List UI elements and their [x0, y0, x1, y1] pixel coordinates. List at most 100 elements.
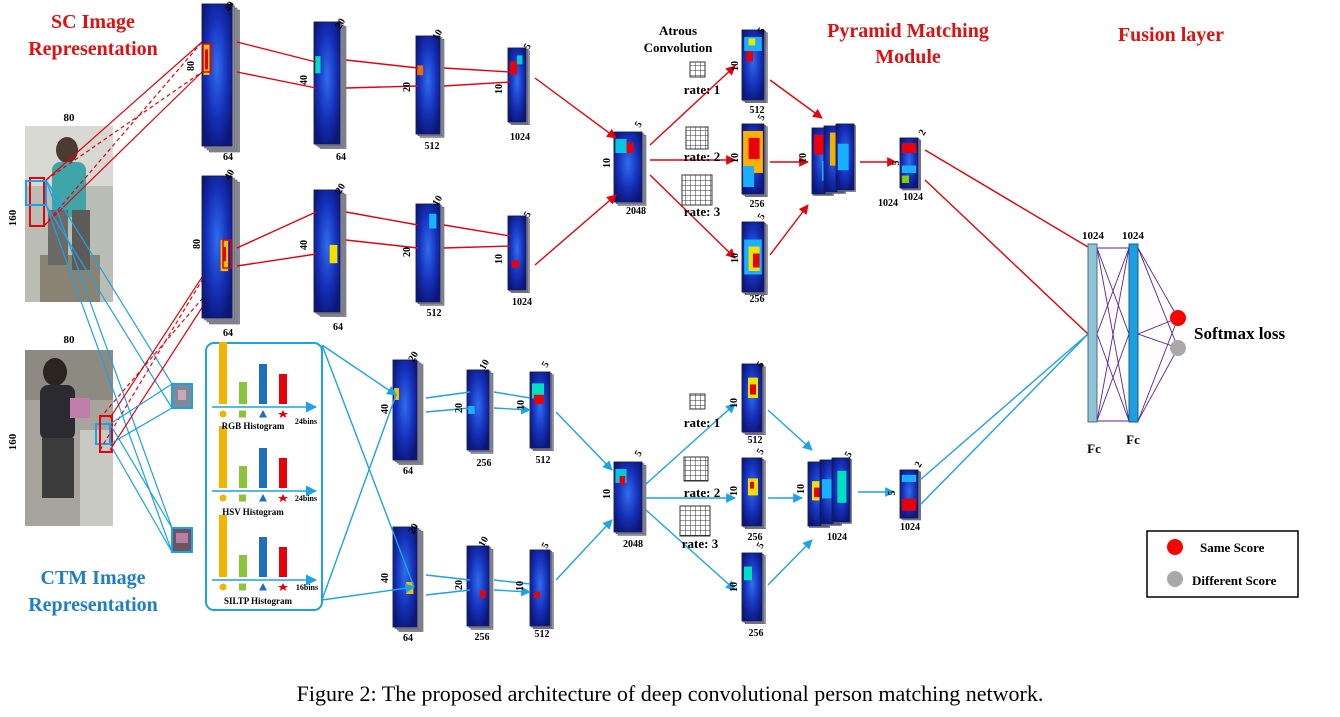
- ctm-atrous-3-width: 5: [755, 541, 767, 551]
- sc-bottom-conv1-depth: 64: [223, 328, 233, 339]
- ctm-top-conv3-depth: 512: [536, 455, 551, 466]
- sc-title-line2: Representation: [28, 38, 158, 60]
- hsv-histogram-bar: [279, 458, 287, 488]
- feature-map-slabs: [201, 3, 921, 632]
- sc-atrous-2-height: 10: [730, 153, 741, 163]
- siltp-histogram-label: SILTP Histogram: [224, 596, 292, 606]
- ctm-rate-2-label: rate: 2: [684, 485, 720, 500]
- ctm-output-depth: 1024: [900, 522, 920, 533]
- fusion-title: Fusion layer: [1118, 24, 1224, 46]
- ctm-bottom-conv2-height: 20: [454, 580, 465, 590]
- ctm-bottom-conv3-height: 10: [515, 581, 526, 591]
- sc-atrous-3-depth: 256: [750, 294, 765, 305]
- sc-bottom-conv1-width: 40: [223, 168, 238, 182]
- fc2-label: Fc: [1126, 432, 1140, 447]
- ctm-top-conv1-depth: 64: [403, 466, 413, 477]
- sc-bottom-conv4-depth: 1024: [512, 297, 532, 308]
- sc-atrous-3-height: 10: [730, 253, 741, 263]
- ctm-concat-depth: 1024: [827, 532, 847, 543]
- sc-merge-height: 10: [602, 158, 613, 168]
- figure-caption: Figure 2: The proposed architecture of d…: [296, 681, 1044, 706]
- sc-atrous-3-map: [741, 221, 768, 295]
- ctm-patch-crop: [171, 527, 193, 553]
- ctm-image-height-label: 160: [7, 433, 19, 450]
- triangle-icon: [259, 410, 267, 418]
- ctm-bottom-conv3-depth: 512: [535, 629, 550, 640]
- sc-top-receptive-box: [202, 43, 212, 73]
- ctm-atrous-3-map: [741, 552, 766, 624]
- same-score-node: [1170, 310, 1186, 326]
- ctm-top-conv1-map: [392, 359, 424, 465]
- sc-patch-crop: [171, 383, 193, 409]
- fc1-layer: [1087, 243, 1098, 423]
- hsv-histogram-bar: [259, 448, 267, 488]
- square-icon: [239, 410, 246, 418]
- star-icon: [278, 494, 288, 502]
- ctm-merge-height: 10: [602, 489, 613, 499]
- ctm-top-conv1-height: 40: [380, 404, 391, 414]
- sc-top-conv2-width: 20: [334, 17, 349, 31]
- sc-bottom-conv2-height: 40: [299, 240, 310, 250]
- ctm-atrous-2-depth: 256: [748, 532, 763, 543]
- ctm-output-map: [899, 469, 921, 521]
- rgb-histogram-label: RGB Histogram: [222, 421, 285, 431]
- sc-top-conv1-map: [201, 3, 240, 153]
- sc-atrous-3-width: 5: [756, 212, 768, 222]
- square-icon: [239, 494, 246, 502]
- sc-bottom-conv2-width: 20: [334, 182, 349, 196]
- legend-different-label: Different Score: [1192, 573, 1277, 588]
- ctm-bottom-conv2-map: [466, 545, 494, 630]
- ctm-merge-map: [613, 461, 647, 536]
- hsv-histogram-bar: [219, 426, 227, 488]
- rgb-histogram: [212, 342, 318, 418]
- ctm-bottom-conv3-width: 5: [540, 541, 552, 551]
- sc-output-depth: 1024: [903, 192, 923, 203]
- sc-rate-3-label: rate: 3: [684, 204, 721, 219]
- atrous-title-line1: Atrous: [659, 23, 697, 38]
- ctm-connections: [321, 333, 1089, 601]
- sc-bottom-conv3-map: [415, 203, 445, 306]
- siltp-bins-label: 16bins: [296, 583, 318, 592]
- legend: Same Score Different Score: [1146, 530, 1299, 598]
- sc-top-conv4-height: 10: [494, 84, 505, 94]
- atrous-title-line2: Convolution: [644, 40, 713, 55]
- sc-bottom-conv4-map: [507, 215, 530, 293]
- star-icon: [278, 583, 288, 591]
- square-icon: [239, 583, 246, 591]
- sc-top-conv1-width: 40: [223, 0, 238, 14]
- ctm-atrous-1-depth: 512: [748, 435, 763, 446]
- ctm-bottom-conv1-height: 40: [380, 573, 391, 583]
- ctm-input-image: [25, 350, 113, 526]
- ctm-atrous-1-height: 10: [729, 398, 740, 408]
- ctm-concat-height: 10: [796, 484, 807, 494]
- hsv-bins-label: 24bins: [295, 494, 317, 503]
- sc-rate-1-label: rate: 1: [684, 82, 720, 97]
- sc-output-height: 5: [891, 161, 902, 166]
- sc-concat-height: 10: [798, 153, 809, 163]
- different-score-node: [1170, 340, 1186, 356]
- ctm-bottom-conv2-depth: 256: [475, 632, 490, 643]
- ctm-concat-map-3: [831, 457, 852, 524]
- sc-merge-width: 5: [633, 120, 645, 130]
- hsv-histogram-bar: [239, 466, 247, 488]
- sc-top-conv2-depth: 64: [336, 152, 346, 163]
- ctm-atrous-3-height: 10: [729, 582, 740, 592]
- sc-top-conv1-depth: 64: [223, 152, 233, 163]
- fc1-label: Fc: [1087, 441, 1101, 456]
- rgb-histogram-bar: [219, 342, 227, 404]
- ctm-atrous-2-width: 5: [755, 447, 767, 457]
- sc-top-conv4-map: [507, 47, 530, 125]
- sc-bottom-conv3-height: 20: [402, 247, 413, 257]
- sc-atrous-1-depth: 512: [750, 105, 765, 116]
- sc-top-conv4-depth: 1024: [510, 132, 530, 143]
- sc-top-conv3-map: [415, 35, 445, 138]
- legend-same-marker: [1167, 539, 1183, 555]
- legend-same-label: Same Score: [1200, 540, 1265, 555]
- sc-bottom-conv1-map: [201, 175, 240, 325]
- hsv-histogram-label: HSV Histogram: [222, 507, 284, 517]
- ctm-rate-3-label: rate: 3: [682, 536, 719, 551]
- ctm-top-conv2-height: 20: [454, 403, 465, 413]
- rgb-bins-label: 24bins: [295, 417, 317, 426]
- ctm-top-conv3-width: 5: [540, 360, 552, 370]
- sc-merge-map: [613, 131, 647, 206]
